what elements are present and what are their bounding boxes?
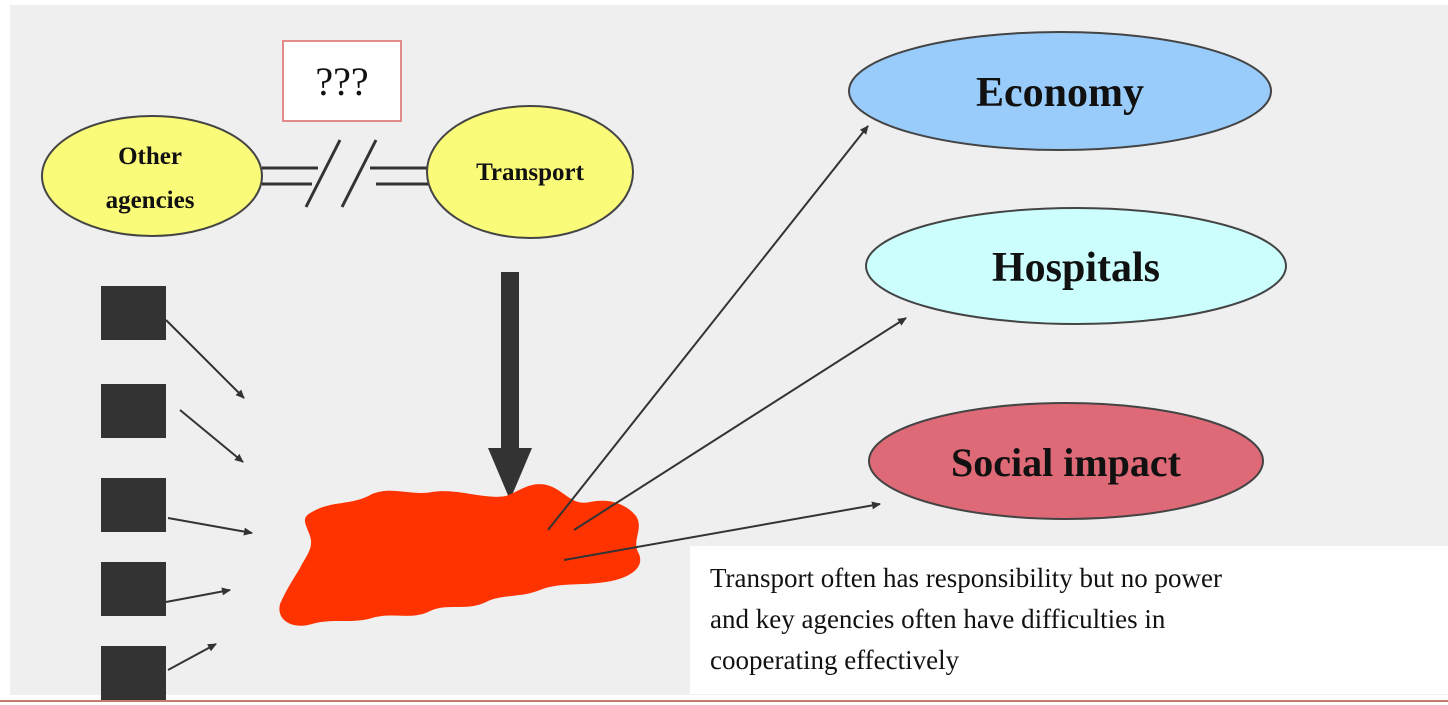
agency-square <box>101 478 166 532</box>
caption-text: Transport often has responsibility but n… <box>710 563 1222 675</box>
arrow-from-square-5 <box>167 643 217 671</box>
arrow-from-square-2 <box>179 409 244 463</box>
agency-square <box>101 384 166 438</box>
node-economy-label: Economy <box>976 70 1144 116</box>
node-economy: Economy <box>848 31 1272 151</box>
unknown-link-box: ??? <box>282 40 402 122</box>
outcome-arrows <box>547 125 907 561</box>
agency-square <box>101 286 166 340</box>
agency-square <box>101 562 166 616</box>
node-social-impact-label: Social impact <box>951 440 1182 485</box>
node-social-impact: Social impact <box>868 402 1264 520</box>
arrow-to-economy <box>547 125 869 531</box>
node-other-agencies-label-line1: Other <box>118 143 182 170</box>
arrow-from-square-4 <box>165 587 231 603</box>
bottom-divider <box>0 700 1448 702</box>
square-arrows <box>165 319 253 671</box>
agency-squares <box>101 286 166 700</box>
thick-down-arrow <box>488 272 532 500</box>
node-hospitals-label: Hospitals <box>992 245 1160 291</box>
broken-link-connector <box>262 139 430 208</box>
arrow-to-social-impact <box>563 501 881 561</box>
node-hospitals: Hospitals <box>865 207 1287 325</box>
node-other-agencies-label-line2: agencies <box>106 187 195 214</box>
arrow-from-square-1 <box>165 319 245 399</box>
node-other-agencies: Other agencies <box>41 115 263 237</box>
node-transport: Transport <box>426 105 634 239</box>
arrow-from-square-3 <box>167 517 253 536</box>
unknown-link-label: ??? <box>315 58 369 104</box>
caption-box: Transport often has responsibility but n… <box>690 546 1448 694</box>
node-transport-label: Transport <box>476 159 585 186</box>
problem-blob <box>279 484 641 626</box>
agency-square <box>101 646 166 700</box>
arrow-to-hospitals <box>573 317 907 531</box>
